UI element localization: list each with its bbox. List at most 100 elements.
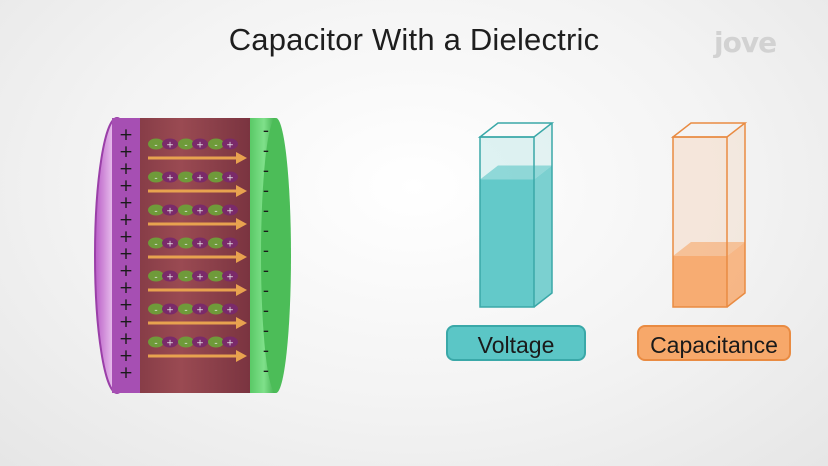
left-plate-band <box>112 118 140 393</box>
plus-charge: + <box>119 244 133 264</box>
dipole-positive-end <box>192 204 208 216</box>
dipole-minus: - <box>214 306 217 316</box>
dipole-positive-end <box>192 270 208 282</box>
dipole-minus: - <box>184 306 187 316</box>
dipole-positive-end <box>192 237 208 249</box>
dipole-positive-end <box>222 171 238 183</box>
dipole-plus: + <box>166 207 174 217</box>
dipole-plus: + <box>196 174 204 184</box>
dipole-negative-end <box>208 171 224 183</box>
dipole-negative-end <box>208 138 224 150</box>
dipole-minus: - <box>184 174 187 184</box>
dipole-plus: + <box>166 273 174 283</box>
dipole-plus: + <box>166 306 174 316</box>
plus-charge: + <box>119 142 133 162</box>
plus-charge: + <box>119 312 133 332</box>
dipole-positive-end <box>162 138 178 150</box>
dipole-minus: - <box>214 240 217 250</box>
dipole-negative-end <box>208 237 224 249</box>
dipole-minus: - <box>154 240 157 250</box>
dipole-plus: + <box>196 306 204 316</box>
capacitance-meter-fill-side <box>727 242 745 307</box>
minus-charge: - <box>263 341 269 361</box>
dipole-plus: + <box>226 339 234 349</box>
right-plate-charges: ------------- <box>263 121 269 381</box>
dipole-plus: + <box>166 141 174 151</box>
minus-charge: - <box>263 321 269 341</box>
dipole-grid: -+-+-+-+-+-+-+-+-+-+-+-+-+-+-+-+-+-+-+-+… <box>148 138 247 362</box>
dipole-negative-end <box>148 138 164 150</box>
minus-charge: - <box>263 361 269 381</box>
dipole-plus: + <box>196 273 204 283</box>
field-arrow-head <box>236 218 247 230</box>
capacitance-meter-fill-front <box>673 256 727 307</box>
dipole-positive-end <box>192 303 208 315</box>
dipole-plus: + <box>166 174 174 184</box>
plus-charge: + <box>119 261 133 281</box>
plus-charge: + <box>119 159 133 179</box>
dipole-negative-end <box>208 204 224 216</box>
dipole-negative-end <box>148 237 164 249</box>
dipole-minus: - <box>184 339 187 349</box>
plus-charge: + <box>119 193 133 213</box>
dipole-minus: - <box>214 339 217 349</box>
right-plate-rim <box>261 118 291 393</box>
field-arrow-head <box>236 185 247 197</box>
voltage-meter-outline-side <box>533 123 553 308</box>
dipole-minus: - <box>214 174 217 184</box>
dipole-negative-end <box>148 171 164 183</box>
dipole-negative-end <box>178 303 194 315</box>
left-plate: +++++++++++++++ <box>94 117 140 394</box>
dipole-negative-end <box>148 303 164 315</box>
dipole-plus: + <box>226 141 234 151</box>
dipole-negative-end <box>148 270 164 282</box>
plus-charge: + <box>119 278 133 298</box>
plus-charge: + <box>119 329 133 349</box>
dipole-positive-end <box>162 171 178 183</box>
dipole-positive-end <box>222 237 238 249</box>
capacitance-meter <box>670 122 748 308</box>
dipole-plus: + <box>226 174 234 184</box>
dipole-positive-end <box>162 303 178 315</box>
minus-charge: - <box>263 121 269 141</box>
dipole-negative-end <box>178 270 194 282</box>
dipole-positive-end <box>222 138 238 150</box>
dipole-plus: + <box>166 339 174 349</box>
dipole-negative-end <box>178 171 194 183</box>
dipole-minus: - <box>154 174 157 184</box>
minus-charge: - <box>263 241 269 261</box>
plus-charge: + <box>119 227 133 247</box>
field-arrow-head <box>236 350 247 362</box>
dipole-minus: - <box>154 339 157 349</box>
minus-charge: - <box>263 301 269 321</box>
dipole-positive-end <box>222 303 238 315</box>
field-arrow-head <box>236 251 247 263</box>
dipole-minus: - <box>154 273 157 283</box>
dipole-minus: - <box>184 273 187 283</box>
dipole-plus: + <box>226 207 234 217</box>
right-plate: ------------- <box>246 118 291 393</box>
dipole-positive-end <box>222 336 238 348</box>
plus-charge: + <box>119 176 133 196</box>
dipole-positive-end <box>162 336 178 348</box>
plus-charge: + <box>119 346 133 366</box>
dipole-negative-end <box>208 270 224 282</box>
dipole-positive-end <box>192 138 208 150</box>
field-arrow-head <box>236 284 247 296</box>
plus-charge: + <box>119 363 133 383</box>
left-plate-charges: +++++++++++++++ <box>119 125 133 383</box>
dipole-negative-end <box>178 138 194 150</box>
dipole-plus: + <box>166 240 174 250</box>
dipole-minus: - <box>154 141 157 151</box>
minus-charge: - <box>263 281 269 301</box>
voltage-meter-fill-side <box>534 165 552 307</box>
dipole-minus: - <box>214 141 217 151</box>
capacitance-label: Capacitance <box>637 325 791 361</box>
capacitance-meter-glass-side <box>727 123 745 256</box>
minus-charge: - <box>263 161 269 181</box>
dipole-negative-end <box>178 237 194 249</box>
dipole-plus: + <box>196 207 204 217</box>
dipole-negative-end <box>178 204 194 216</box>
dipole-negative-end <box>148 204 164 216</box>
